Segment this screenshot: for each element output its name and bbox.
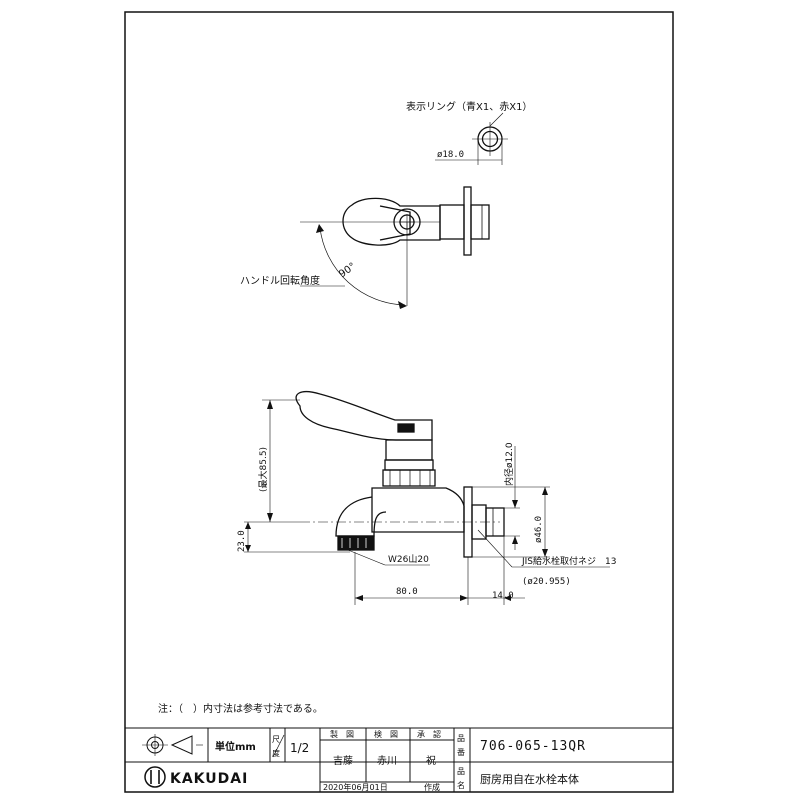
svg-text:KAKUDAI: KAKUDAI	[170, 771, 248, 787]
units-label: 単位mm	[215, 740, 256, 753]
jis-thread-label: JIS給水栓取付ネジ 13	[521, 555, 616, 567]
approved-by: 祝	[426, 754, 436, 767]
title-block	[124, 727, 674, 793]
product-number-label-1: 品	[457, 734, 465, 743]
drawing-border	[124, 11, 674, 793]
handle-lever	[295, 391, 433, 441]
product-name-label-2: 名	[457, 780, 465, 790]
product-name-label-1: 品	[457, 767, 465, 776]
approved-header: 承 認	[417, 729, 441, 739]
product-number: 706-065-13QR	[480, 739, 586, 754]
checked-header: 検 図	[374, 729, 398, 739]
display-ring-label: 表示リング（青X1、赤X1）	[406, 100, 532, 113]
side-view	[244, 391, 610, 605]
rotation-angle-label: 90°	[337, 261, 358, 280]
spout-thread-label: W26山20	[388, 554, 429, 565]
faucet-spout	[335, 496, 387, 537]
designed-by: 吉藤	[333, 755, 353, 767]
product-name: 厨房用自在水栓本体	[480, 772, 579, 786]
length-80-label: 80.0	[396, 587, 418, 597]
length-14-label: 14.0	[492, 591, 514, 601]
top-view	[300, 112, 508, 309]
date-label: 2020年06月01日	[323, 782, 388, 792]
spout-outlet	[337, 535, 375, 551]
jis-thread-dia-label: (ø20.955)	[522, 577, 571, 587]
handle-rotation-label: ハンドル回転角度	[240, 274, 320, 287]
ring-diameter-label: ø18.0	[437, 150, 464, 160]
checked-by: 赤川	[377, 755, 397, 767]
height-23-label: 23.0	[237, 530, 247, 552]
scale-label-2: 度	[272, 748, 280, 758]
scale-label-1: 尺	[272, 735, 280, 744]
designed-header: 製 図	[330, 729, 354, 739]
scale-value: 1/2	[290, 741, 309, 755]
max-height-label: (最大85.5)	[257, 447, 269, 492]
flange-diameter-label: ø46.0	[534, 516, 544, 543]
date-suffix: 作成	[424, 782, 440, 792]
inner-diameter-label: 内径ø12.0	[503, 442, 515, 486]
projection-symbol-icon	[142, 734, 203, 756]
product-number-label-2: 番	[457, 747, 465, 757]
reference-note: 注：（ ）内寸法は参考寸法である。	[158, 702, 323, 715]
faucet-body	[371, 487, 465, 533]
handle-top-view	[342, 197, 441, 246]
kakudai-logo: KAKUDAI	[144, 766, 248, 788]
